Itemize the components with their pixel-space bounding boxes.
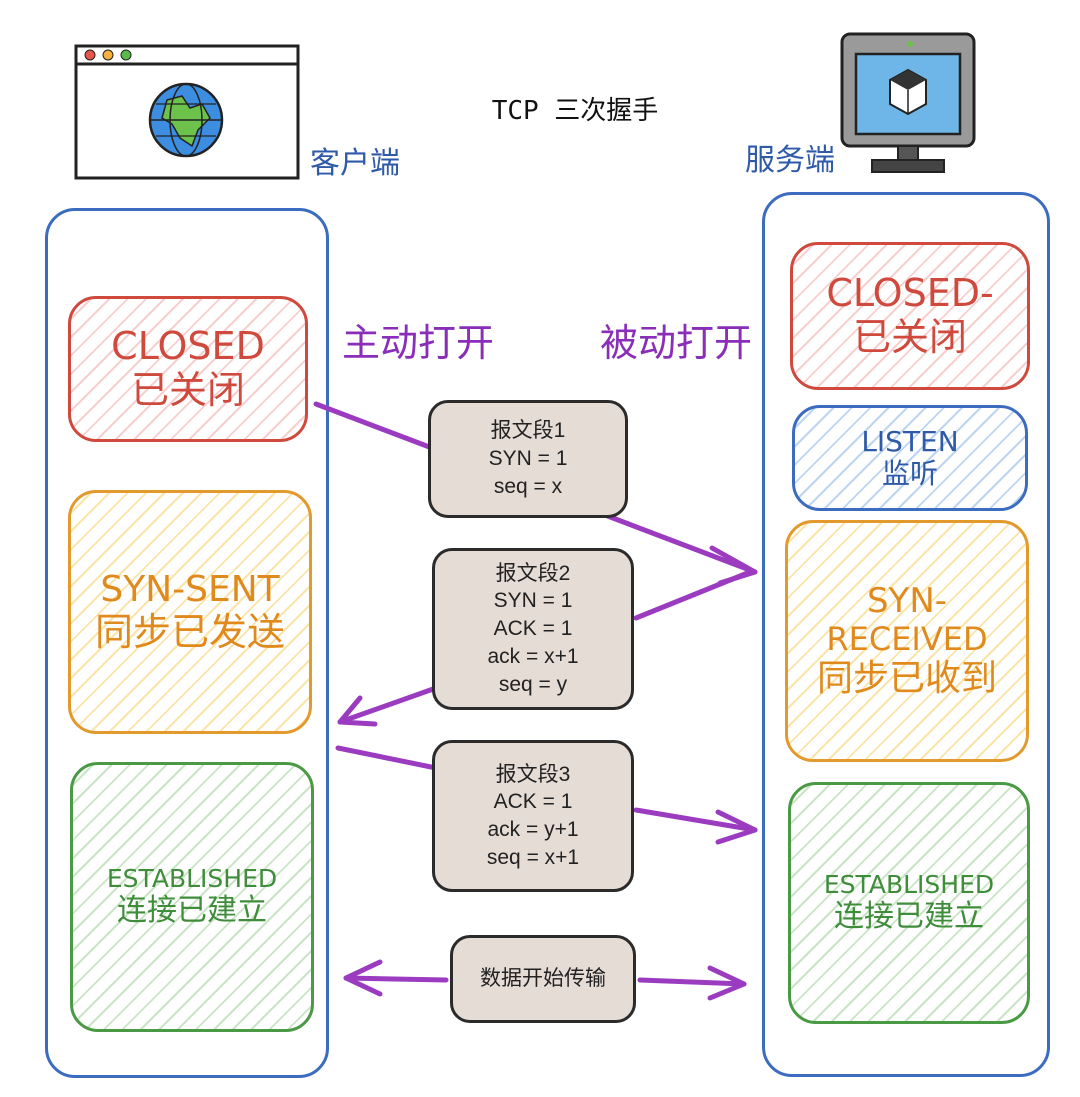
server-state-established: ESTABLISHED 连接已建立 [788,782,1030,1024]
arrow-segment3-b [633,807,758,833]
segment-line: SYN = 1 [488,447,568,471]
segment-1-box: 报文段1 SYN = 1 seq = x [428,400,628,518]
segment-line: 报文段2 [495,561,571,585]
segment-line: seq = x [493,474,563,498]
arrow-segment1-a [313,401,435,451]
browser-globe-icon [74,44,300,180]
segment-line: SYN = 1 [493,589,573,613]
segment-line: seq = x+1 [486,845,580,869]
passive-open-label: 被动打开 [600,321,753,365]
state-name-en: LISTEN [861,424,959,458]
state-name-en: CLOSED [111,324,265,369]
arrow-segment2-b [337,685,439,725]
active-open-label: 主动打开 [342,321,495,365]
segment-line: 报文段3 [495,762,571,786]
segment-line: ack = y+1 [487,818,579,841]
arrow-data-right-head [707,965,747,1001]
state-name-en: ESTABLISHED [106,864,278,894]
segment-line: seq = y [498,672,568,696]
state-name-zh: 连接已建立 [834,899,984,935]
state-name-en: CLOSED- [826,271,994,316]
arrow-data-left-head [343,959,383,997]
state-name-zh: 同步已收到 [816,658,997,700]
state-name-zh: 监听 [881,457,938,490]
arrow-data-left [343,975,449,983]
state-name-zh: 已关闭 [852,315,967,359]
arrow-segment2-head [337,695,378,727]
segment-2-box: 报文段2 SYN = 1 ACK = 1 ack = x+1 seq = y [432,548,634,710]
client-state-closed: CLOSED 已关闭 [68,296,308,442]
state-name-en: SYN- [866,581,948,622]
arrow-data-right [637,977,747,987]
server-state-listen: LISTEN 监听 [792,405,1028,511]
server-state-syn-received: SYN- RECEIVED 同步已收到 [785,520,1029,762]
segment-line: ACK = 1 [493,790,573,814]
data-transfer-label: 数据开始传输 [480,967,606,991]
state-name-zh: 连接已建立 [117,893,267,929]
monitor-server-icon [840,32,976,173]
state-name-en-line2: RECEIVED [826,620,988,659]
client-state-syn-sent: SYN-SENT 同步已发送 [68,490,312,734]
arrow-segment2-a [633,569,753,621]
state-name-en: ESTABLISHED [823,870,995,900]
arrow-segment3-head [715,809,758,845]
arrow-segment3-a [335,745,439,771]
data-transfer-box: 数据开始传输 [450,935,636,1023]
segment-3-box: 报文段3 ACK = 1 ack = y+1 seq = x+1 [432,740,634,892]
client-state-established: ESTABLISHED 连接已建立 [70,762,314,1032]
state-name-zh: 已关闭 [130,368,245,412]
segment-line: ack = x+1 [487,644,579,668]
diagram-title: TCP 三次握手 [491,96,659,126]
state-name-zh: 同步已发送 [94,609,285,654]
server-column [762,192,1050,1077]
client-column [45,208,329,1078]
server-state-closed: CLOSED- 已关闭 [790,242,1030,390]
state-name-en: SYN-SENT [100,569,280,611]
arrow-segment1-b [602,512,758,575]
server-label: 服务端 [745,143,835,178]
client-label: 客户端 [310,146,400,181]
segment-line: 报文段1 [490,419,566,443]
segment-line: ACK = 1 [493,617,573,641]
